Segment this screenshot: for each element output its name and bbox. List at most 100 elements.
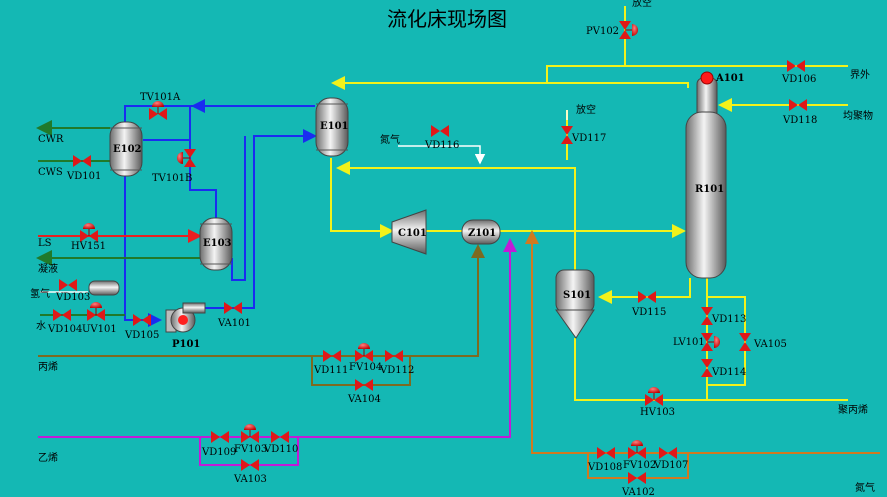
vd108-label: VD108	[587, 462, 622, 473]
hv103-control-valve[interactable]	[645, 387, 663, 406]
vd108-valve[interactable]	[597, 447, 615, 459]
homopolymer-label: 均聚物	[843, 109, 873, 122]
va101-valve[interactable]	[224, 302, 242, 314]
yellow-recycle-top-line	[331, 76, 689, 90]
va103-label: VA103	[233, 474, 267, 485]
fv104-control-valve[interactable]	[355, 343, 373, 362]
blue-e102-down-line	[124, 172, 162, 327]
propylene-label: 丙烯	[38, 360, 58, 373]
yellow-r101-to-s101-line	[598, 278, 691, 304]
lv101-control-valve[interactable]	[701, 333, 720, 351]
yellow-e101-to-c101-line	[330, 158, 394, 238]
s101-separator[interactable]: S101	[555, 269, 595, 339]
vd117-valve[interactable]	[561, 126, 573, 144]
ethylene-label: 乙烯	[38, 451, 58, 464]
va104-valve[interactable]	[355, 379, 373, 391]
vd105-label: VD105	[124, 330, 159, 341]
e102-heat-exchanger[interactable]: E102	[109, 121, 143, 177]
battery-limit-label: 界外	[850, 69, 870, 81]
e101-heat-exchanger[interactable]: E101	[315, 97, 349, 157]
pv102-control-valve[interactable]	[619, 21, 638, 39]
vd111-valve[interactable]	[323, 350, 341, 362]
va101-label: VA101	[217, 318, 251, 329]
tv101a-label: TV101A	[140, 92, 181, 103]
valves	[53, 21, 807, 484]
vd103-label: VD103	[55, 292, 90, 303]
fv102-control-valve[interactable]	[628, 440, 646, 459]
fv103-label: FV103	[234, 444, 267, 455]
tv101b-control-valve[interactable]	[177, 149, 196, 167]
polypropylene-label: 聚丙烯	[838, 403, 868, 416]
nitrogen-in-label: 氮气	[380, 133, 400, 146]
vd116-valve[interactable]	[431, 125, 449, 137]
vd101-label: VD101	[66, 171, 101, 182]
vd101-valve[interactable]	[73, 155, 91, 167]
orange-nitrogen-line	[525, 230, 880, 454]
vd110-valve[interactable]	[271, 431, 289, 443]
cwr-label: CWR	[38, 134, 64, 145]
va104-label: VA104	[347, 394, 381, 405]
blue-e103-to-e101-line	[231, 136, 246, 281]
e103-label: E103	[203, 238, 232, 249]
ls-label: LS	[38, 238, 52, 249]
vd106-valve[interactable]	[787, 60, 805, 72]
va103-valve[interactable]	[241, 459, 259, 471]
z101-mixer[interactable]: Z101	[461, 219, 501, 245]
vd105-valve[interactable]	[133, 314, 151, 326]
vd109-label: VD109	[201, 447, 236, 458]
vd104-label: VD104	[47, 324, 82, 335]
vd103-valve[interactable]	[59, 279, 77, 291]
c101-compressor[interactable]: C101	[391, 209, 427, 255]
e101-label: E101	[320, 121, 349, 132]
vd118-label: VD118	[782, 115, 817, 126]
nitrogen-out-label: 氮气	[855, 481, 875, 494]
blue-tv101a-line	[124, 105, 193, 124]
lv101-label: LV101	[673, 337, 705, 348]
vd115-valve[interactable]	[638, 291, 656, 303]
magenta-ethylene-line	[38, 238, 517, 438]
hv151-control-valve[interactable]	[80, 223, 98, 242]
yellow-s101-overhead-line	[336, 161, 576, 270]
vd114-valve[interactable]	[701, 359, 713, 377]
va102-label: VA102	[621, 487, 655, 497]
vd114-label: VD114	[711, 367, 746, 378]
page-title: 流化床现场图	[387, 7, 507, 31]
s101-label: S101	[563, 290, 591, 301]
vd118-valve[interactable]	[789, 99, 807, 111]
vd111-label: VD111	[313, 365, 348, 376]
va105-valve[interactable]	[739, 333, 751, 351]
vent-top-label: 放空	[632, 0, 652, 9]
a101-label: A101	[715, 73, 745, 84]
uv101-control-valve[interactable]	[87, 302, 105, 321]
tv101a-control-valve[interactable]	[149, 101, 167, 120]
fv102-label: FV102	[623, 460, 656, 471]
vd115-label: VD115	[631, 307, 666, 318]
vd106-label: VD106	[781, 74, 816, 85]
p101-pump[interactable]: P101	[165, 302, 206, 350]
equipment: E101 E102 E103 C101 Z101	[88, 71, 745, 350]
uv101-label: UV101	[82, 324, 117, 335]
labels: 流化床现场图 CWR CWS LS 凝液 氢气 水 丙烯 乙烯 放空 放空 界外…	[30, 0, 875, 497]
vd107-valve[interactable]	[659, 447, 677, 459]
fv104-label: FV104	[349, 362, 382, 373]
vd109-valve[interactable]	[211, 431, 229, 443]
c101-label: C101	[398, 228, 427, 239]
va102-valve[interactable]	[628, 472, 646, 484]
condensate-label: 凝液	[38, 262, 58, 275]
fv103-control-valve[interactable]	[241, 424, 259, 443]
piping	[36, 6, 880, 479]
hv151-label: HV151	[71, 241, 106, 252]
r101-reactor[interactable]: R101 A101	[685, 71, 745, 279]
va105-label: VA105	[753, 339, 787, 350]
vd112-valve[interactable]	[385, 350, 403, 362]
pv102-label: PV102	[586, 26, 619, 37]
vd104-valve[interactable]	[53, 309, 71, 321]
yellow-top-header-line	[546, 65, 848, 83]
e103-heat-exchanger[interactable]: E103	[199, 217, 233, 271]
hydrogen-label: 氢气	[30, 287, 50, 300]
vd113-valve[interactable]	[701, 307, 713, 325]
vd116-label: VD116	[424, 140, 459, 151]
r101-label: R101	[695, 184, 724, 195]
